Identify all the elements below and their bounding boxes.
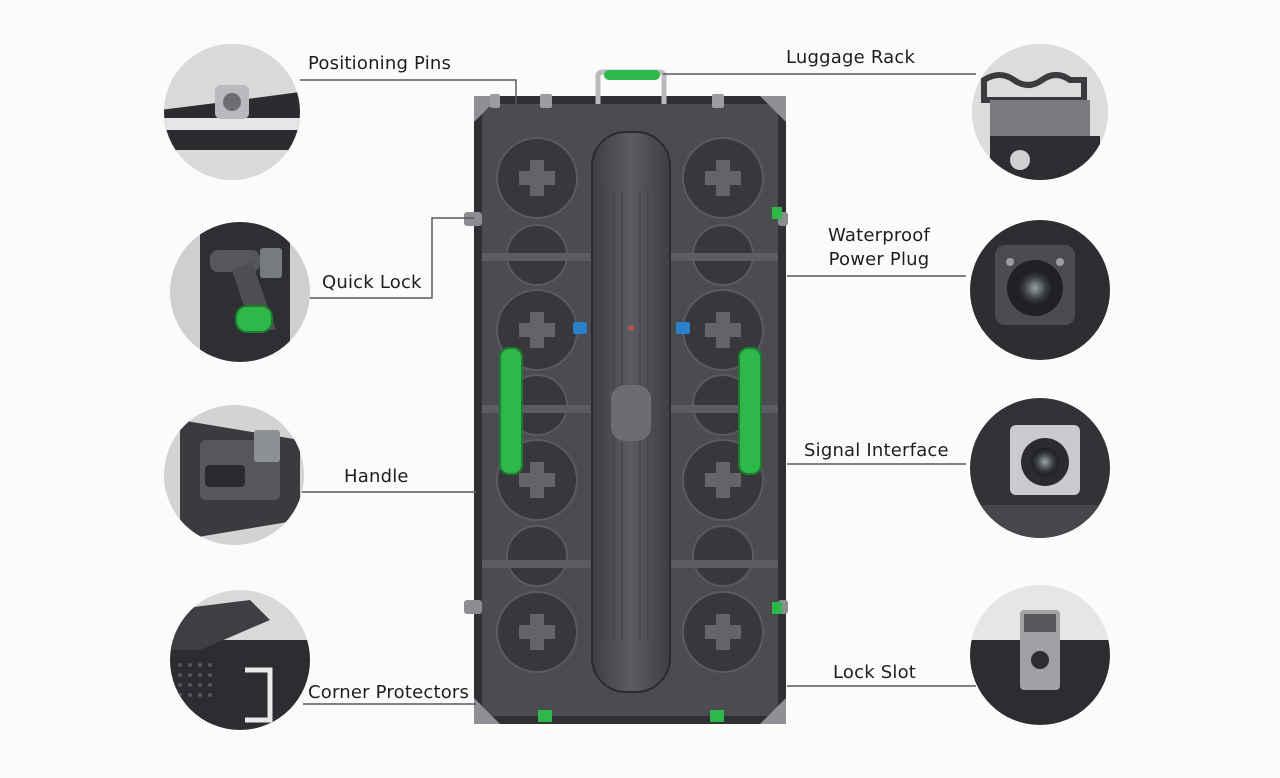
- label-power-plug-line2: Power Plug: [828, 249, 930, 270]
- detail-power-plug: [970, 220, 1110, 360]
- label-luggage-rack: Luggage Rack: [786, 47, 916, 68]
- label-waterproof-line1: Waterproof: [828, 225, 931, 246]
- detail-corner-protectors: [170, 590, 310, 730]
- status-led-icon: [628, 325, 634, 331]
- label-waterproof-power-plug: Waterproof Power Plug: [828, 224, 930, 272]
- label-corner-protectors: Corner Protectors: [308, 682, 470, 703]
- label-quick-lock: Quick Lock: [322, 272, 422, 293]
- label-signal-interface: Signal Interface: [804, 440, 949, 461]
- blue-connector-right: [676, 322, 690, 334]
- corner-protector-icon: [474, 96, 786, 724]
- blue-connector-left: [573, 322, 587, 334]
- detail-luggage-rack: [972, 44, 1108, 180]
- cabinet-cross-bolts: [519, 160, 741, 650]
- handle-icon: [499, 347, 762, 475]
- detail-lock-slot: [970, 585, 1110, 725]
- green-clip-icon: [538, 207, 782, 722]
- detail-quick-lock: [170, 222, 310, 362]
- spine-panel: [611, 385, 651, 441]
- leader-lines: [300, 73, 976, 705]
- detail-positioning-pins: [164, 44, 300, 180]
- detail-handle: [164, 405, 304, 545]
- label-lock-slot: Lock Slot: [833, 662, 917, 683]
- detail-signal-interface: [970, 398, 1110, 538]
- label-handle: Handle: [344, 466, 409, 487]
- label-positioning-pins: Positioning Pins: [308, 53, 452, 74]
- led-cabinet: [464, 69, 788, 724]
- positioning-pin-icon: [490, 94, 724, 108]
